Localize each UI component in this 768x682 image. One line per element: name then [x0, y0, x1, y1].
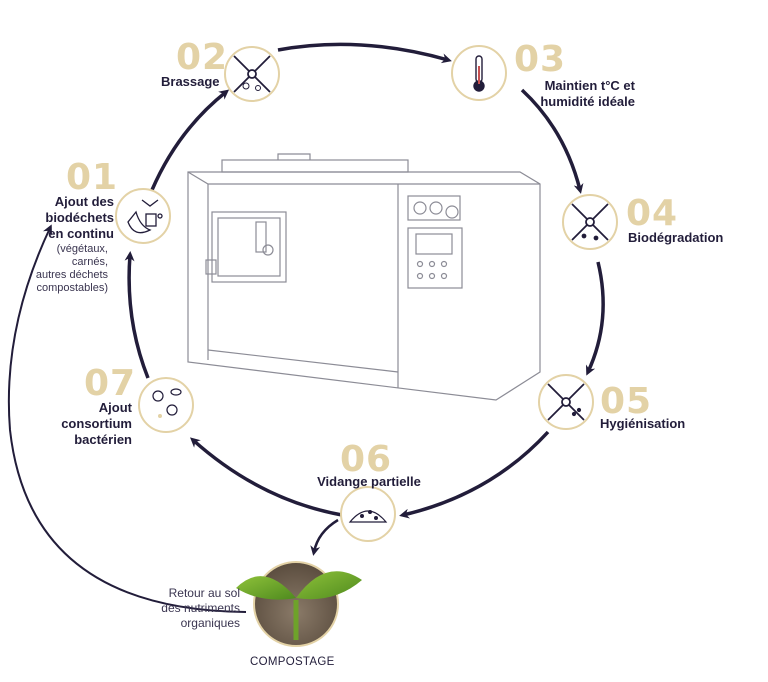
thermometer-icon [473, 55, 485, 92]
step-01-circle [115, 188, 171, 244]
step-06-circle [340, 486, 396, 542]
compost-plant-photo [236, 561, 362, 647]
step-05-label: Hygiénisation [600, 416, 686, 431]
step-01-label: Ajout des biodéchets en continu [45, 194, 114, 241]
step-06-label: Vidange partielle [317, 474, 421, 489]
mixing-blades-icon [233, 55, 271, 93]
step-03-number: 03 [514, 39, 567, 80]
step-02-number: 02 [176, 37, 229, 78]
step-04-number: 04 [626, 193, 679, 234]
arrow-07-01 [124, 251, 150, 379]
step-06-number: 06 [340, 439, 393, 480]
arrow-01-02 [150, 89, 230, 191]
step-03-label: Maintien t°C et humidité idéale [540, 78, 635, 109]
step-01-note: (végétaux, carnés, autres déchets compos… [35, 243, 108, 294]
arrow-06-compost [310, 518, 339, 556]
step-02-label: Brassage [161, 74, 220, 89]
arrow-05-06 [399, 430, 550, 519]
step-07-number: 07 [84, 363, 137, 404]
food-waste-icon [127, 199, 163, 234]
bacteria-icon [152, 388, 182, 418]
arrow-04-05 [585, 261, 605, 376]
arrow-return-soil [7, 224, 247, 613]
arrow-03-04 [520, 88, 584, 194]
arrow-02-03 [277, 42, 452, 64]
hygienisation-blades-icon [547, 383, 585, 421]
step-05-number: 05 [600, 381, 653, 422]
arrow-06-07 [190, 437, 343, 517]
return-to-soil-note: Retour au sol des nutriments organiques [161, 586, 240, 630]
step-04-label: Biodégradation [628, 230, 724, 245]
step-07-circle [138, 377, 194, 433]
compost-label: COMPOSTAGE [250, 656, 335, 668]
composter-machine-drawing [187, 153, 541, 401]
compost-pile-icon [348, 510, 388, 523]
step-01-number: 01 [66, 157, 119, 198]
step-07-label: Ajout consortium bactérien [61, 400, 132, 447]
degradation-blades-icon [571, 203, 609, 241]
